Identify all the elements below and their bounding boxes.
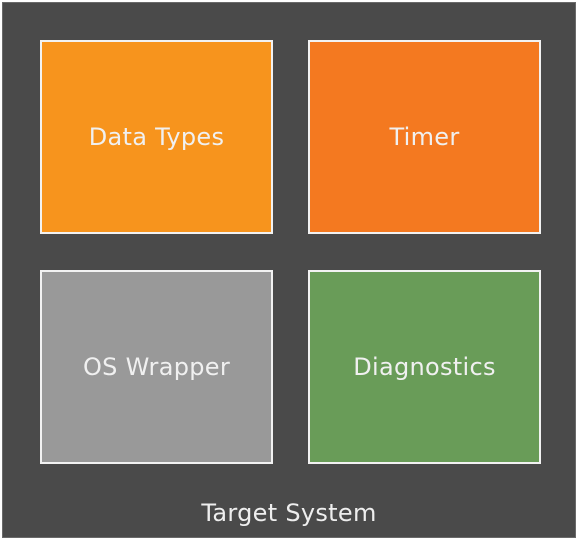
diagnostics-block: Diagnostics bbox=[308, 270, 541, 464]
os-wrapper-block: OS Wrapper bbox=[40, 270, 273, 464]
timer-block: Timer bbox=[308, 40, 541, 234]
data-types-label: Data Types bbox=[88, 123, 225, 151]
os-wrapper-label: OS Wrapper bbox=[82, 353, 231, 381]
timer-label: Timer bbox=[389, 123, 460, 151]
target-system-label: Target System bbox=[201, 499, 377, 527]
data-types-block: Data Types bbox=[40, 40, 273, 234]
diagnostics-label: Diagnostics bbox=[353, 353, 496, 381]
